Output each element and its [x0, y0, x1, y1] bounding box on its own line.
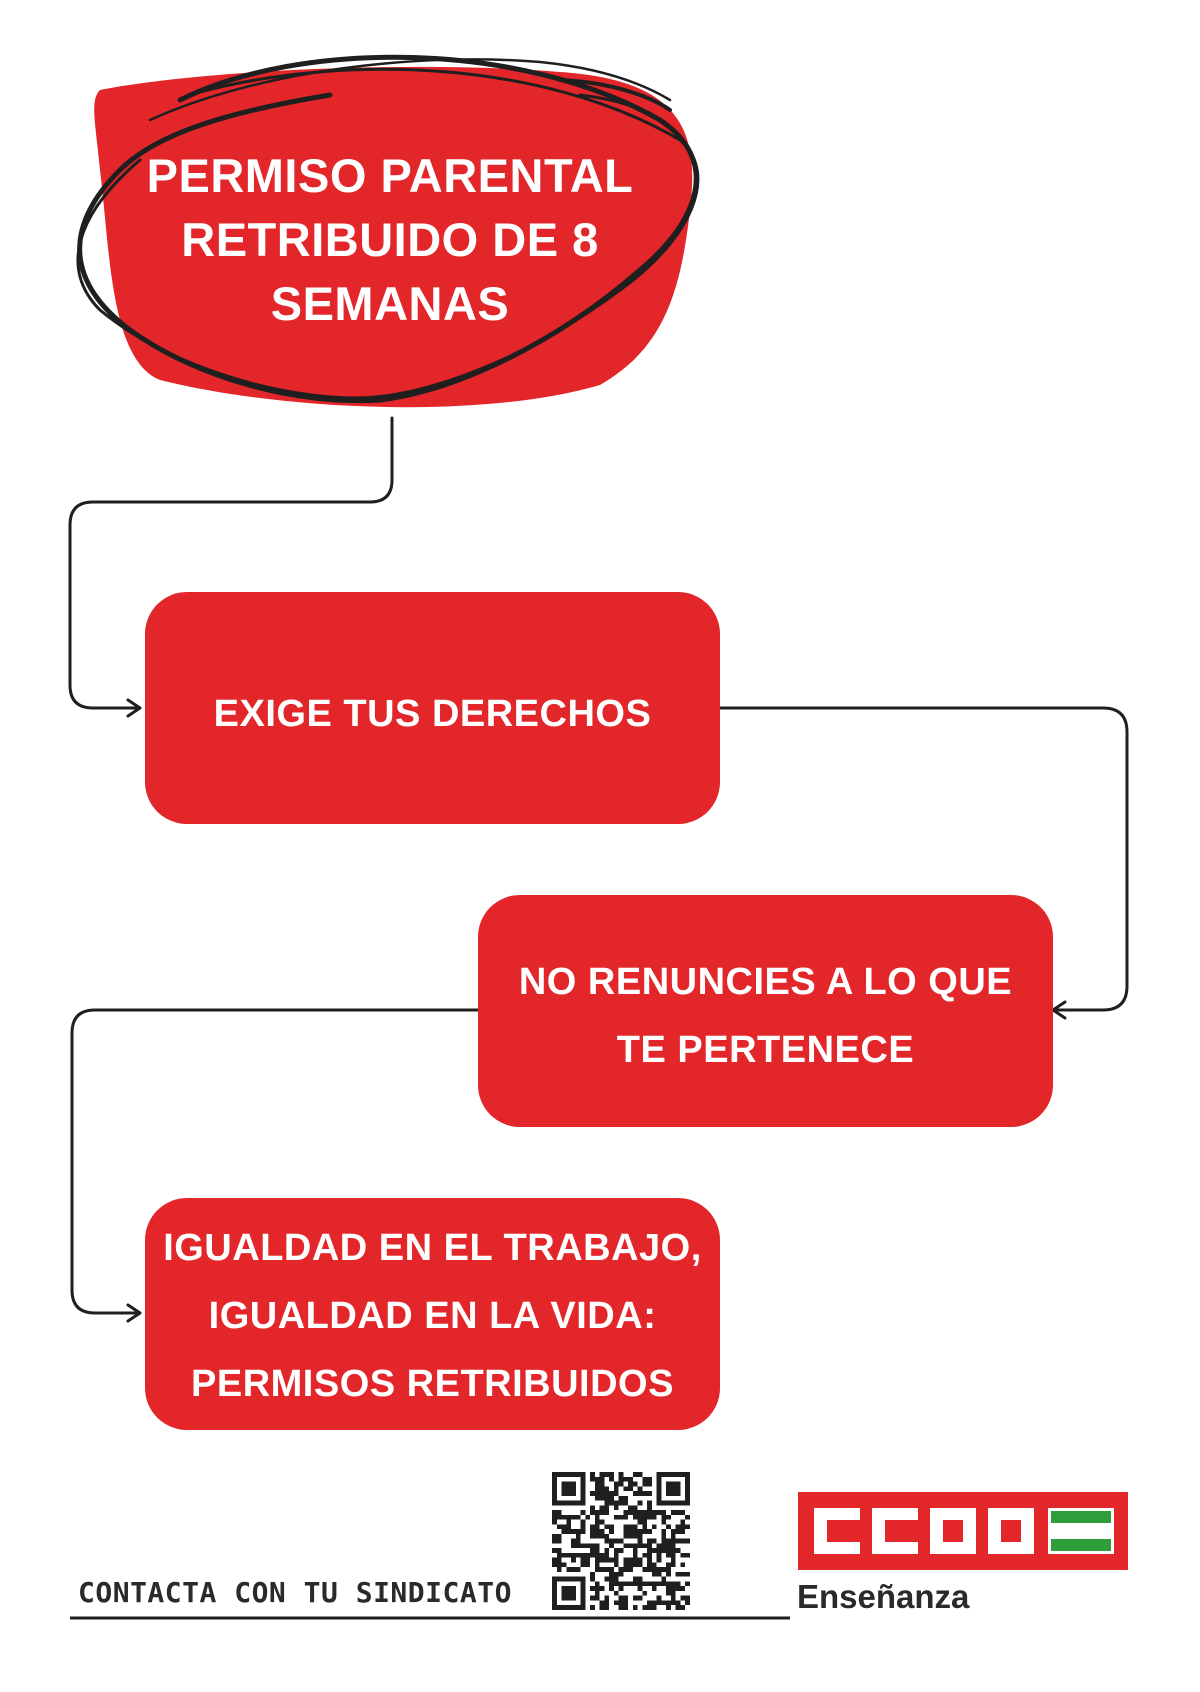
scribble-outline — [76, 54, 700, 404]
title-line-1: PERMISO PARENTAL — [146, 149, 634, 202]
qr-code-icon[interactable] — [552, 1472, 690, 1610]
arrowhead-step1 — [126, 698, 142, 718]
step-2-line-2: TE PERTENECE — [616, 1029, 915, 1071]
connector-step2-to-step3 — [70, 1008, 480, 1315]
page-title: PERMISO PARENTAL RETRIBUIDO DE 8 SEMANAS — [130, 140, 650, 340]
step-box-1 — [145, 592, 720, 824]
step-1-line-1: EXIGE TUS DERECHOS — [213, 693, 652, 735]
step-2-text: NO RENUNCIES A LO QUE TE PERTENECE — [478, 900, 1053, 1132]
title-line-3: SEMANAS — [270, 277, 510, 330]
title-blob — [94, 66, 693, 408]
step-3-text: IGUALDAD EN EL TRABAJO, IGUALDAD EN LA V… — [145, 1200, 720, 1432]
connector-step1-to-step2 — [718, 706, 1129, 1012]
connector-title-to-step1 — [68, 416, 394, 710]
step-box-2 — [478, 895, 1053, 1127]
arrowhead-step3 — [126, 1303, 142, 1323]
step-3-line-2: IGUALDAD EN LA VIDA: — [208, 1295, 657, 1337]
logo-subtitle: Enseñanza — [797, 1578, 970, 1615]
ccoo-logo — [798, 1492, 1128, 1570]
step-3-line-3: PERMISOS RETRIBUIDOS — [191, 1363, 674, 1405]
contact-text: CONTACTA CON TU SINDICATO — [78, 1576, 512, 1609]
step-2-line-1: NO RENUNCIES A LO QUE — [518, 961, 1013, 1003]
connectors — [68, 416, 1129, 1323]
step-1-text: EXIGE TUS DERECHOS — [145, 598, 720, 830]
title-line-2: RETRIBUIDO DE 8 — [181, 213, 599, 266]
step-3-line-1: IGUALDAD EN EL TRABAJO, — [163, 1227, 702, 1269]
step-box-3 — [145, 1198, 720, 1430]
